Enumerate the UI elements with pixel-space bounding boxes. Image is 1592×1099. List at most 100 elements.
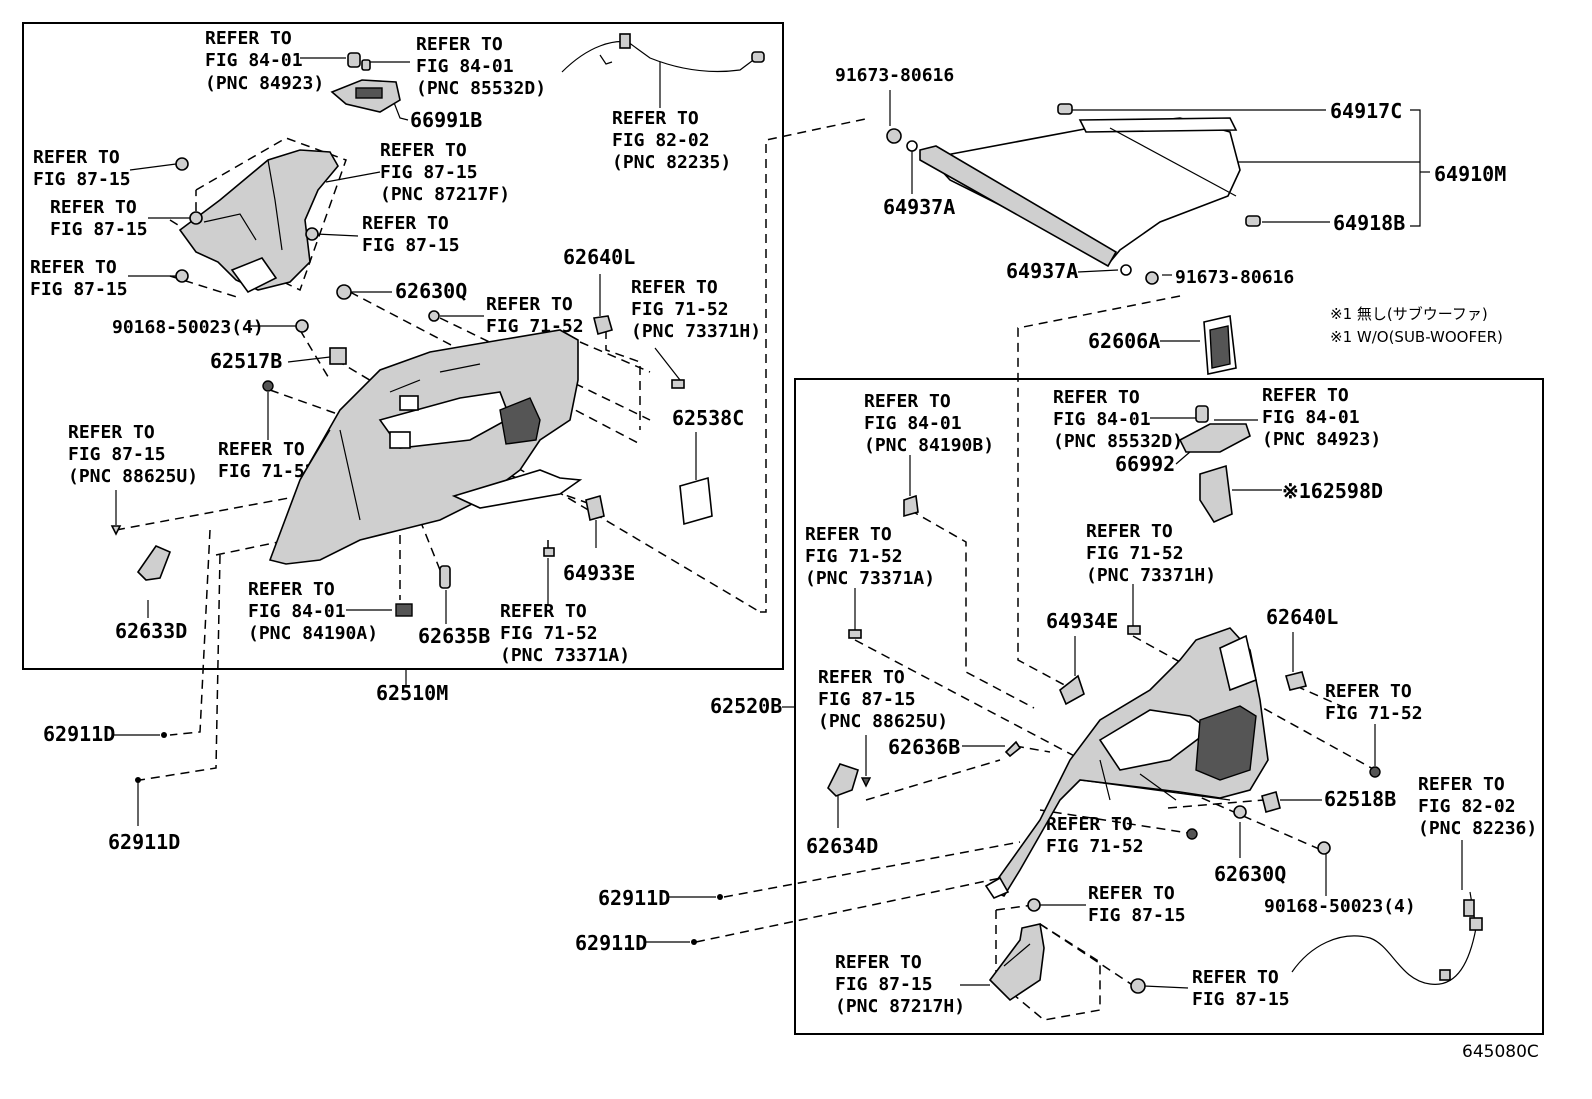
assembly-62510m[interactable]: 62510M bbox=[376, 681, 448, 705]
part-62606a[interactable]: 62606A bbox=[1088, 329, 1160, 353]
part-62518b[interactable]: 62518B bbox=[1324, 787, 1396, 811]
part-66992[interactable]: 66992 bbox=[1115, 452, 1175, 476]
part-64918b[interactable]: 64918B bbox=[1333, 211, 1405, 235]
svg-text:REFER TO: REFER TO bbox=[612, 108, 699, 129]
bolt-91673-top[interactable]: 91673-80616 bbox=[835, 65, 954, 86]
svg-text:(PNC 82235): (PNC 82235) bbox=[612, 152, 731, 173]
ref-callout-73371h-right[interactable]: REFER TO FIG 71-52 (PNC 73371H) bbox=[1086, 521, 1216, 586]
part-62635b[interactable]: 62635B bbox=[418, 624, 490, 648]
part-66991b[interactable]: 66991B bbox=[410, 108, 482, 132]
ref-callout-87-15-a[interactable]: REFER TO FIG 87-15 bbox=[33, 147, 131, 190]
svg-text:REFER TO: REFER TO bbox=[835, 952, 922, 973]
ref-callout-88625u-left[interactable]: REFER TO FIG 87-15 (PNC 88625U) bbox=[68, 422, 198, 487]
ref-callout-87-15-b[interactable]: REFER TO FIG 87-15 bbox=[50, 197, 148, 240]
svg-text:(PNC 85532D): (PNC 85532D) bbox=[416, 78, 546, 99]
part-64917c[interactable]: 64917C bbox=[1330, 99, 1402, 123]
ref-callout-87-15-d[interactable]: REFER TO FIG 87-15 bbox=[30, 257, 128, 300]
part-62634d[interactable]: 62634D bbox=[806, 834, 878, 858]
ref-callout-84923-right[interactable]: REFER TO FIG 84-01 (PNC 84923) bbox=[1262, 385, 1381, 450]
ref-callout-85532d-right[interactable]: REFER TO FIG 84-01 (PNC 85532D) bbox=[1053, 387, 1183, 452]
svg-text:(PNC 84923): (PNC 84923) bbox=[205, 73, 324, 94]
svg-text:(PNC 87217F): (PNC 87217F) bbox=[380, 184, 510, 205]
bolt-91673-bottom[interactable]: 91673-80616 bbox=[1175, 267, 1294, 288]
ref-callout-71-52-a[interactable]: REFER TO FIG 71-52 bbox=[486, 294, 584, 337]
clip-icon bbox=[1195, 405, 1209, 423]
ref-callout-82236[interactable]: REFER TO FIG 82-02 (PNC 82236) bbox=[1418, 774, 1537, 839]
part-62636b[interactable]: 62636B bbox=[888, 735, 960, 759]
ref-callout-85532d-left[interactable]: REFER TO FIG 84-01 (PNC 85532D) bbox=[416, 34, 546, 99]
cover-64934e bbox=[1059, 674, 1085, 706]
svg-text:REFER TO: REFER TO bbox=[205, 28, 292, 49]
ref-callout-88625u-right[interactable]: REFER TO FIG 87-15 (PNC 88625U) bbox=[818, 667, 948, 732]
part-64937a-bottom[interactable]: 64937A bbox=[1006, 259, 1078, 283]
bolt-icon bbox=[305, 227, 319, 241]
part-64934e[interactable]: 64934E bbox=[1046, 609, 1118, 633]
ref-callout-73371a-right[interactable]: REFER TO FIG 71-52 (PNC 73371A) bbox=[805, 524, 935, 589]
ref-callout-84190b[interactable]: REFER TO FIG 84-01 (PNC 84190B) bbox=[864, 391, 994, 456]
clip-62636b bbox=[1004, 740, 1022, 758]
svg-text:REFER TO: REFER TO bbox=[1053, 387, 1140, 408]
svg-text:FIG 87-15: FIG 87-15 bbox=[50, 219, 148, 240]
quarter-upper-trim bbox=[178, 149, 339, 294]
ref-callout-71-52-b[interactable]: REFER TO FIG 71-52 bbox=[218, 439, 316, 482]
ref-callout-87-15-f[interactable]: REFER TO FIG 87-15 bbox=[1192, 967, 1290, 1010]
bolt-icon bbox=[1130, 978, 1146, 994]
ref-callout-87-15-e[interactable]: REFER TO FIG 87-15 bbox=[1088, 883, 1186, 926]
part-62911d-1[interactable]: 62911D bbox=[43, 722, 115, 746]
ref-callout-87217h[interactable]: REFER TO FIG 87-15 (PNC 87217H) bbox=[835, 952, 965, 1017]
part-62640l-right[interactable]: 62640L bbox=[1266, 605, 1338, 629]
svg-text:FIG 84-01: FIG 84-01 bbox=[1053, 409, 1151, 430]
note-jp: ※1 無し(サブウーファ) bbox=[1330, 305, 1488, 323]
ref-callout-73371a-left[interactable]: REFER TO FIG 71-52 (PNC 73371A) bbox=[500, 601, 630, 666]
ref-callout-84190a[interactable]: REFER TO FIG 84-01 (PNC 84190A) bbox=[248, 579, 378, 644]
assembly-62520b[interactable]: 62520B bbox=[710, 694, 782, 718]
part-62633d[interactable]: 62633D bbox=[115, 619, 187, 643]
part-62598d[interactable]: ※162598D bbox=[1282, 479, 1383, 503]
part-62640l-left[interactable]: 62640L bbox=[563, 245, 635, 269]
tonneau-cover-group: 91673-80616 64937A 64917C 64910M 64918B … bbox=[835, 65, 1506, 353]
clip-62640l-left bbox=[593, 315, 613, 335]
clip-62640l-right bbox=[1285, 671, 1307, 691]
part-64937a-top[interactable]: 64937A bbox=[883, 195, 955, 219]
svg-text:FIG 71-52: FIG 71-52 bbox=[218, 461, 316, 482]
clip-icon bbox=[1186, 828, 1198, 840]
part-90168-right[interactable]: 90168-50023(4) bbox=[1264, 896, 1416, 917]
ref-callout-87-15-c[interactable]: REFER TO FIG 87-15 bbox=[362, 213, 460, 256]
svg-text:FIG 87-15: FIG 87-15 bbox=[68, 444, 166, 465]
part-90168-left[interactable]: 90168-50023(4) bbox=[112, 317, 264, 338]
clip-84190b bbox=[903, 494, 919, 518]
clip-icon bbox=[1369, 766, 1381, 778]
part-62538c[interactable]: 62538C bbox=[672, 406, 744, 430]
tonneau-cover-64910m bbox=[919, 117, 1241, 268]
part-64933e[interactable]: 64933E bbox=[563, 561, 635, 585]
clip-icon bbox=[428, 310, 440, 322]
part-62911d-4[interactable]: 62911D bbox=[575, 931, 647, 955]
bolt-icon bbox=[336, 284, 352, 300]
clip-icon bbox=[347, 52, 371, 71]
ref-callout-71-52-c[interactable]: REFER TO FIG 71-52 bbox=[1325, 681, 1423, 724]
svg-text:FIG 84-01: FIG 84-01 bbox=[864, 413, 962, 434]
part-62911d-2[interactable]: 62911D bbox=[108, 830, 180, 854]
part-62630q-right[interactable]: 62630Q bbox=[1214, 862, 1286, 886]
ref-callout-84923-left[interactable]: REFER TO FIG 84-01 (PNC 84923) bbox=[205, 28, 324, 94]
part-drawings bbox=[110, 33, 1483, 1002]
ref-callout-82235[interactable]: REFER TO FIG 82-02 (PNC 82235) bbox=[612, 108, 731, 173]
part-62911d-3[interactable]: 62911D bbox=[598, 886, 670, 910]
clip-62517b bbox=[329, 347, 347, 365]
svg-text:REFER TO: REFER TO bbox=[1262, 385, 1349, 406]
part-64910m[interactable]: 64910M bbox=[1434, 162, 1506, 186]
svg-text:FIG 71-52: FIG 71-52 bbox=[1086, 543, 1184, 564]
cap-64918b bbox=[1245, 215, 1261, 227]
ref-callout-73371h-left[interactable]: REFER TO FIG 71-52 (PNC 73371H) bbox=[631, 277, 761, 342]
svg-text:FIG 71-52: FIG 71-52 bbox=[500, 623, 598, 644]
part-62517b[interactable]: 62517B bbox=[210, 349, 282, 373]
bolt-icon bbox=[295, 319, 309, 333]
svg-text:FIG 84-01: FIG 84-01 bbox=[248, 601, 346, 622]
ref-callout-87217f[interactable]: REFER TO FIG 87-15 (PNC 87217F) bbox=[380, 140, 510, 205]
svg-text:FIG 82-02: FIG 82-02 bbox=[1418, 796, 1516, 817]
svg-text:REFER TO: REFER TO bbox=[380, 140, 467, 161]
ref-callout-71-52-d[interactable]: REFER TO FIG 71-52 bbox=[1046, 814, 1144, 857]
svg-text:REFER TO: REFER TO bbox=[362, 213, 449, 234]
part-62630q-left[interactable]: 62630Q bbox=[395, 279, 467, 303]
svg-text:FIG 87-15: FIG 87-15 bbox=[818, 689, 916, 710]
